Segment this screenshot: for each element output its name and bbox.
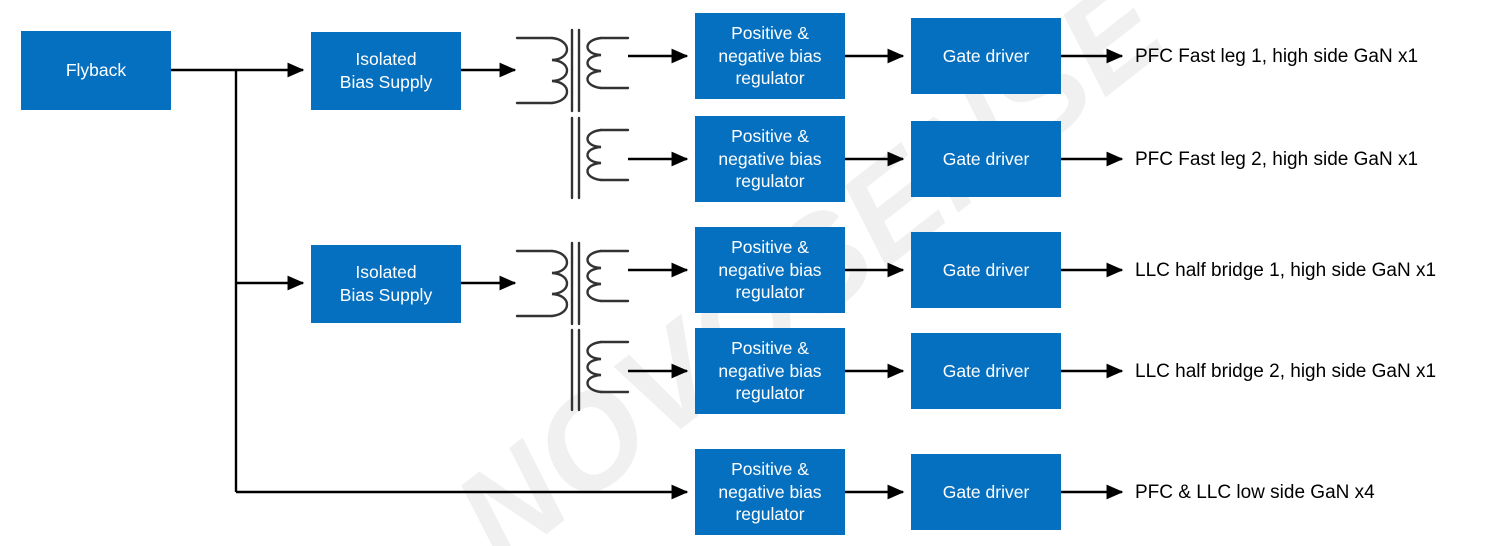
isolated-bias-supply-1-line2: Bias Supply — [339, 72, 433, 92]
bias-regulator-1-line3: regulator — [735, 68, 805, 89]
gate-driver-3-label: Gate driver — [942, 259, 1030, 280]
bias-regulator-2-line1: Positive & — [731, 125, 809, 146]
output-label-3: LLC half bridge 1, high side GaN x1 — [1135, 260, 1437, 281]
output-label-1: PFC Fast leg 1, high side GaN x1 — [1135, 46, 1419, 67]
output-label-5: PFC & LLC low side GaN x4 — [1135, 482, 1375, 503]
gate-driver-box-5[interactable]: Gate driver — [911, 454, 1061, 530]
bias-regulator-box-2[interactable]: Positive & negative bias regulator — [695, 116, 845, 202]
bias-regulator-3-line2: negative bias — [718, 259, 822, 280]
transformer-2 — [515, 241, 630, 412]
transformer-1 — [515, 28, 630, 200]
gate-driver-box-3[interactable]: Gate driver — [911, 232, 1061, 308]
gate-driver-box-1[interactable]: Gate driver — [911, 18, 1061, 94]
bias-regulator-1-line1: Positive & — [731, 22, 809, 43]
gate-driver-box-4[interactable]: Gate driver — [911, 333, 1061, 409]
isolated-bias-supply-1-box[interactable]: Isolated Bias Supply — [311, 32, 461, 110]
isolated-bias-supply-2-box[interactable]: Isolated Bias Supply — [311, 245, 461, 323]
flyback-label: Flyback — [65, 60, 127, 81]
isolated-bias-supply-2-line1: Isolated — [355, 262, 417, 283]
bias-regulator-box-3[interactable]: Positive & negative bias regulator — [695, 227, 845, 313]
bias-regulator-5-line3: regulator — [735, 504, 805, 525]
bias-regulator-box-1[interactable]: Positive & negative bias regulator — [695, 13, 845, 99]
gate-driver-4-label: Gate driver — [942, 360, 1030, 381]
bias-regulator-5-line2: negative bias — [718, 481, 822, 502]
bias-regulator-box-4[interactable]: Positive & negative bias regulator — [695, 328, 845, 414]
gate-driver-2-label: Gate driver — [942, 148, 1030, 169]
gate-driver-box-2[interactable]: Gate driver — [911, 121, 1061, 197]
output-label-4: LLC half bridge 2, high side GaN x1 — [1135, 361, 1437, 382]
isolated-bias-supply-1-line1: Isolated — [355, 49, 417, 70]
output-label-2: PFC Fast leg 2, high side GaN x1 — [1135, 149, 1419, 170]
bias-regulator-4-line1: Positive & — [731, 337, 809, 358]
isolated-bias-supply-2-line2: Bias Supply — [339, 285, 433, 305]
gate-driver-1-label: Gate driver — [942, 45, 1030, 66]
bias-regulator-4-line2: negative bias — [718, 360, 822, 381]
bias-regulator-5-line1: Positive & — [731, 458, 809, 479]
bias-regulator-2-line3: regulator — [735, 171, 805, 192]
bias-regulator-1-line2: negative bias — [718, 45, 822, 66]
flyback-box[interactable]: Flyback — [21, 31, 171, 110]
bias-regulator-3-line3: regulator — [735, 282, 805, 303]
bias-regulator-box-5[interactable]: Positive & negative bias regulator — [695, 449, 845, 535]
gate-driver-5-label: Gate driver — [942, 481, 1030, 502]
bias-regulator-3-line1: Positive & — [731, 236, 809, 257]
bias-regulator-2-line2: negative bias — [718, 148, 822, 169]
bias-regulator-4-line3: regulator — [735, 383, 805, 404]
